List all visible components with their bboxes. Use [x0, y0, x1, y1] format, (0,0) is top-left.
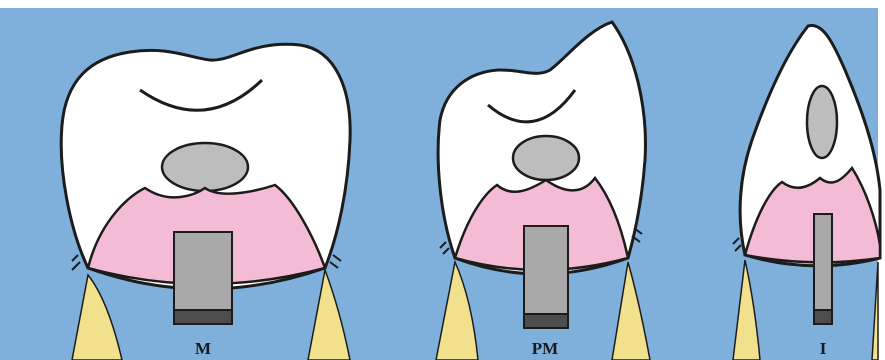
incisor-post-base: [814, 310, 832, 324]
incisor-post: [814, 214, 832, 310]
premolar-post-base: [524, 314, 568, 328]
incisor-label: I: [820, 339, 827, 358]
molar-label: M: [195, 339, 211, 358]
premolar-post: [524, 226, 568, 314]
premolar-pulp-chamber: [513, 136, 579, 180]
molar-post: [174, 232, 232, 310]
incisor-pulp-chamber: [807, 86, 837, 158]
molar-pulp-chamber: [162, 143, 248, 191]
molar-post-base: [174, 310, 232, 324]
premolar-label: PM: [532, 339, 558, 358]
